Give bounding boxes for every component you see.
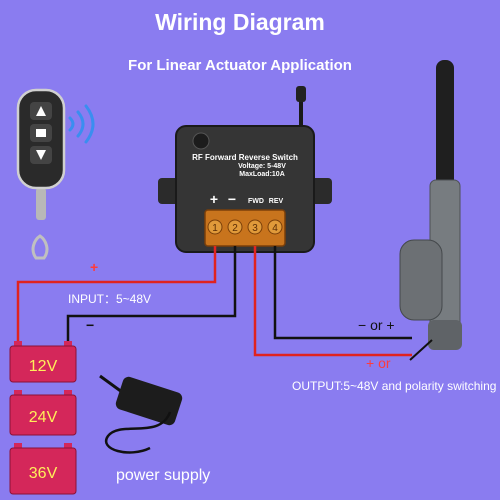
terminal-number-2: 2 — [232, 223, 238, 234]
adapter-body — [115, 376, 183, 426]
key-ring — [31, 234, 49, 260]
input-minus-sign: − — [86, 317, 94, 333]
terminal-number-3: 3 — [252, 223, 258, 234]
down-arrow-icon — [36, 150, 46, 160]
battery-24v-label: 24V — [29, 409, 58, 426]
black-wires — [66, 246, 412, 345]
actuator-rod — [436, 60, 454, 190]
diagram-subtitle: For Linear Actuator Application — [128, 57, 352, 74]
adapter-cable — [104, 411, 172, 454]
remote-control — [16, 88, 66, 260]
red-wires — [16, 246, 412, 357]
power-supply-adapter — [99, 374, 183, 454]
actuator-gearbox — [428, 320, 462, 350]
power-supply-label: power supply — [116, 467, 210, 484]
output-red-wire — [253, 246, 412, 357]
output-plus-or: + or — [366, 355, 391, 371]
battery-24v: 24V — [9, 390, 77, 436]
input-negative-wire — [66, 246, 237, 345]
stop-square-icon — [36, 129, 46, 137]
battery-36v: 36V — [9, 443, 77, 495]
terminal-number-4: 4 — [272, 223, 278, 234]
terminal-number-1: 1 — [212, 223, 218, 234]
terminal-minus-label: − — [228, 191, 236, 207]
key-chain — [36, 188, 46, 220]
actuator-motor — [399, 239, 443, 321]
battery-12v: 12V — [9, 341, 77, 383]
input-positive-wire — [16, 246, 217, 345]
diagram-title: Wiring Diagram — [155, 9, 325, 35]
output-label: OUTPUT:5~48V and polarity switching — [292, 379, 496, 393]
output-minus-or-plus: − or + — [358, 317, 395, 333]
battery-36v-label: 36V — [29, 465, 58, 482]
controller-voltage: Voltage: 5-48V — [238, 163, 286, 170]
output-black-wire — [273, 246, 412, 340]
input-voltage-label: INPUT：5~48V — [68, 292, 151, 306]
input-plus-sign: + — [90, 259, 98, 275]
led-icon — [192, 132, 210, 150]
terminal-plus-label: + — [210, 191, 218, 207]
terminal-block — [204, 209, 286, 247]
terminal-fwd-label: FWD — [248, 198, 264, 205]
controller-name: RF Forward Reverse Switch — [192, 153, 298, 162]
linear-actuator — [399, 60, 462, 361]
controller-maxload: MaxLoad:10A — [239, 171, 285, 178]
battery-12v-label: 12V — [29, 358, 58, 375]
terminal-screws — [207, 219, 283, 235]
terminal-rev-label: REV — [269, 198, 284, 205]
wireless-signal-icon — [68, 104, 95, 144]
antenna-coil — [296, 86, 306, 102]
actuator-lead — [409, 339, 433, 361]
rf-switch-controller: RF Forward Reverse Switch Voltage: 5-48V… — [158, 86, 332, 253]
dc-plug — [99, 374, 123, 394]
up-arrow-icon — [36, 106, 46, 116]
